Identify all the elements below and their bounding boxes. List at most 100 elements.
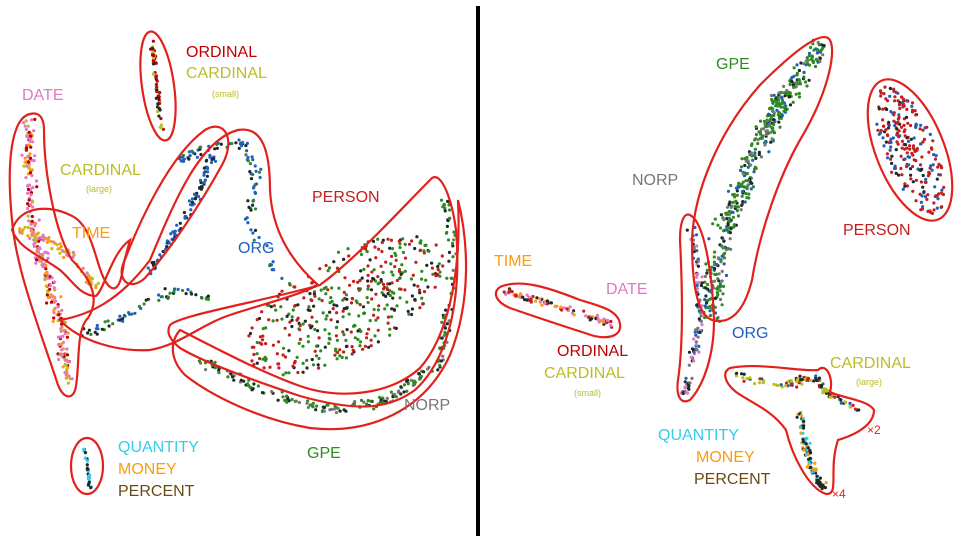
scatter-point	[84, 280, 88, 284]
scatter-point	[535, 296, 539, 300]
scatter-point	[885, 133, 890, 137]
scatter-point	[180, 155, 184, 159]
scatter-point	[746, 165, 750, 169]
scatter-point	[901, 105, 905, 109]
scatter-point	[703, 274, 708, 279]
scatter-point	[38, 259, 42, 263]
scatter-point	[753, 151, 757, 155]
scatter-point	[330, 299, 334, 304]
scatter-point	[692, 350, 696, 354]
scatter-point	[414, 260, 418, 264]
scatter-point	[821, 483, 825, 487]
scatter-point	[305, 358, 309, 362]
scatter-point	[699, 283, 704, 288]
scatter-point	[297, 327, 301, 331]
scatter-point	[292, 285, 296, 289]
scatter-point	[362, 400, 366, 404]
scatter-point	[723, 228, 727, 232]
scatter-point	[344, 338, 348, 342]
scatter-point	[764, 124, 768, 129]
scatter-point	[369, 279, 373, 283]
scatter-point	[130, 312, 134, 316]
scatter-point	[777, 98, 781, 102]
scatter-point	[23, 160, 27, 164]
scatter-point	[306, 334, 310, 338]
scatter-point	[545, 299, 550, 303]
scatter-point	[913, 109, 917, 113]
scatter-point	[359, 269, 363, 273]
scatter-point	[41, 265, 45, 269]
scatter-point	[417, 288, 422, 292]
scatter-point	[782, 84, 786, 88]
left-label-cardinal-large: CARDINAL	[60, 162, 141, 179]
scatter-point	[82, 447, 86, 451]
scatter-point	[806, 376, 811, 380]
scatter-point	[239, 378, 243, 382]
scatter-point	[780, 96, 784, 100]
scatter-point	[271, 319, 275, 323]
scatter-point	[704, 262, 708, 266]
scatter-point	[449, 276, 453, 280]
scatter-point	[369, 344, 373, 348]
scatter-point	[261, 334, 265, 338]
scatter-point	[823, 486, 828, 490]
scatter-point	[356, 337, 360, 341]
right-label-person: PERSON	[843, 222, 911, 239]
scatter-point	[367, 345, 371, 349]
scatter-point	[341, 315, 345, 319]
scatter-point	[58, 251, 62, 255]
scatter-point	[245, 141, 249, 145]
scatter-point	[879, 94, 883, 98]
scatter-point	[758, 381, 762, 385]
scatter-point	[400, 263, 404, 267]
scatter-point	[911, 164, 915, 169]
scatter-point	[379, 264, 383, 268]
scatter-point	[940, 166, 944, 170]
scatter-point	[919, 123, 923, 127]
scatter-point	[918, 192, 922, 196]
scatter-point	[178, 221, 182, 225]
scatter-point	[389, 262, 393, 266]
scatter-point	[722, 239, 726, 243]
scatter-point	[133, 311, 137, 315]
right-label-cardinal-large: CARDINAL	[830, 355, 911, 372]
scatter-point	[252, 238, 256, 242]
scatter-point	[787, 95, 792, 99]
scatter-point	[695, 283, 699, 288]
scatter-point	[155, 88, 159, 92]
scatter-point	[775, 383, 779, 387]
scatter-point	[886, 126, 891, 130]
scatter-point	[919, 200, 924, 204]
scatter-point	[921, 140, 925, 144]
scatter-point	[344, 344, 348, 349]
scatter-point	[320, 299, 324, 303]
scatter-point	[343, 276, 347, 280]
scatter-point	[160, 295, 164, 299]
scatter-point	[936, 165, 940, 169]
scatter-point	[726, 189, 731, 193]
scatter-point	[892, 111, 896, 115]
scatter-point	[257, 235, 261, 240]
scatter-point	[695, 281, 699, 285]
scatter-point	[203, 178, 207, 182]
scatter-point	[802, 440, 806, 444]
scatter-point	[692, 359, 696, 363]
scatter-point	[886, 156, 890, 160]
scatter-point	[692, 250, 696, 254]
scatter-point	[358, 344, 362, 348]
scatter-point	[24, 176, 28, 180]
scatter-point	[758, 377, 762, 381]
scatter-point	[369, 338, 373, 342]
scatter-point	[933, 185, 937, 189]
scatter-point	[920, 155, 924, 159]
scatter-point	[60, 249, 64, 253]
scatter-point	[745, 171, 750, 176]
scatter-point	[795, 63, 799, 67]
scatter-point	[882, 92, 886, 96]
scatter-point	[169, 232, 173, 236]
outline-right-cardinal	[724, 364, 876, 496]
scatter-point	[508, 288, 512, 292]
scatter-point	[232, 378, 236, 382]
scatter-point	[267, 318, 271, 322]
scatter-point	[779, 105, 783, 109]
